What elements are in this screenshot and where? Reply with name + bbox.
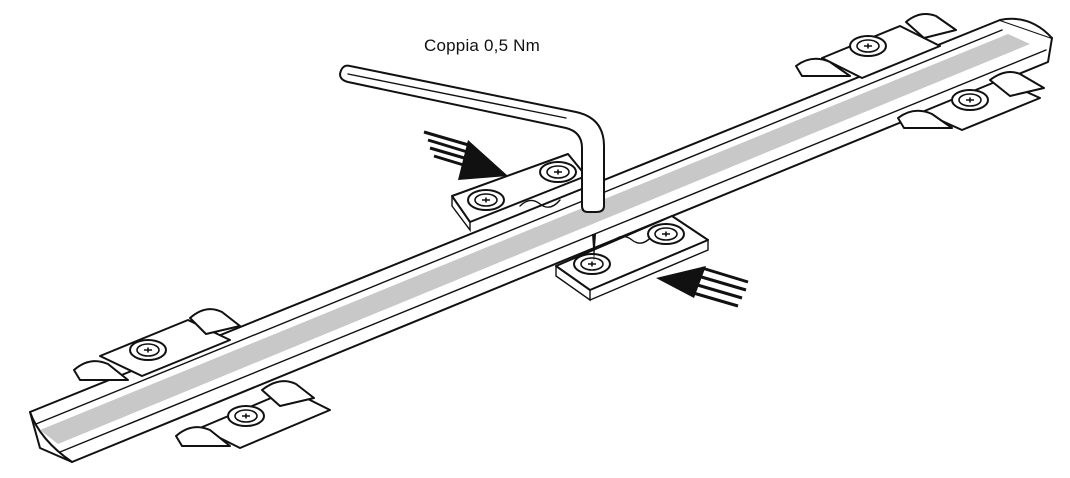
tightening-indicator bbox=[592, 234, 596, 262]
din-rail bbox=[29, 17, 1053, 463]
screw-icon bbox=[951, 89, 989, 111]
rail-clip-top-right-upper bbox=[795, 13, 957, 79]
screw-icon bbox=[467, 189, 505, 211]
push-arrow-icon bbox=[656, 266, 749, 308]
torque-label: Coppia 0,5 Nm bbox=[424, 36, 540, 55]
connector-plate-lower bbox=[555, 215, 709, 302]
hex-key-icon bbox=[339, 64, 605, 213]
push-arrow-icon bbox=[423, 130, 508, 180]
screw-icon bbox=[849, 35, 887, 57]
screw-icon bbox=[539, 161, 577, 183]
rail-clip-bottom-left-lower bbox=[175, 380, 331, 449]
screw-icon bbox=[227, 405, 265, 427]
rail-clip-bottom-left-upper bbox=[73, 308, 241, 381]
screw-icon bbox=[647, 223, 685, 245]
screw-icon bbox=[129, 339, 167, 361]
screw-icon bbox=[573, 253, 611, 275]
rail-center-stripe bbox=[40, 34, 1030, 444]
rail-clip-top-right-lower bbox=[897, 71, 1045, 131]
